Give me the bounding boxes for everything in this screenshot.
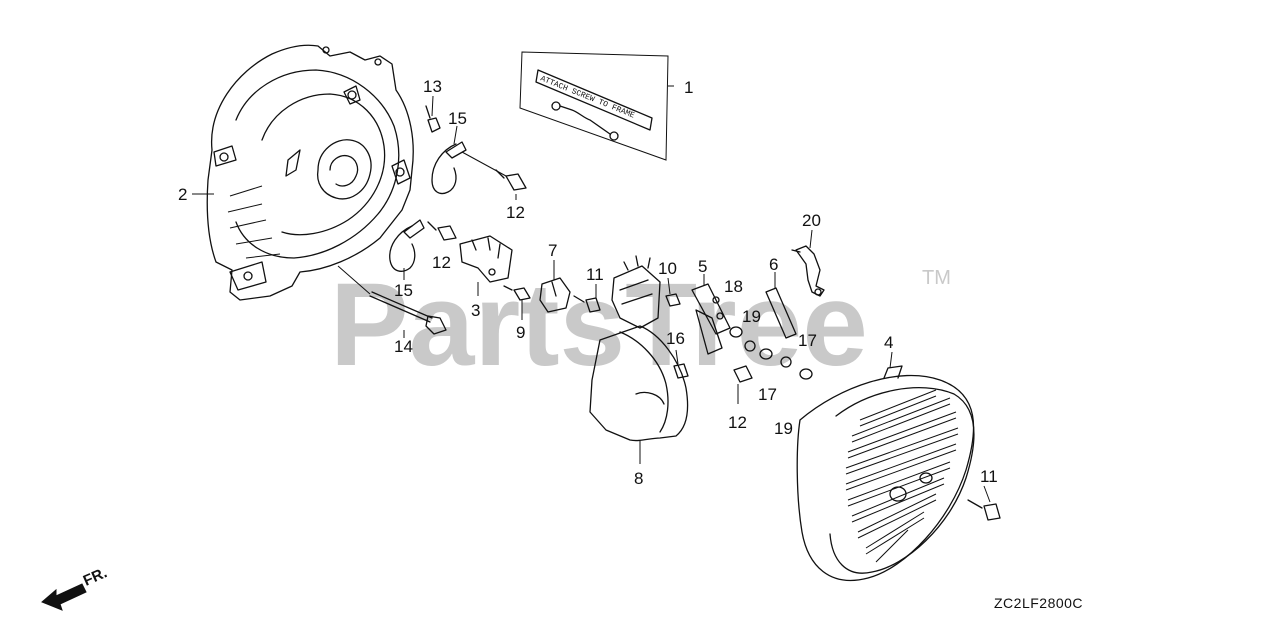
front-arrow-icon [41, 583, 87, 611]
part-guard-cover[interactable] [796, 365, 975, 582]
leader-lines [192, 85, 991, 503]
callout-12-lower: 12 [728, 413, 747, 432]
callout-6: 6 [769, 255, 778, 274]
part-bracket[interactable] [459, 235, 513, 283]
callout-17-right: 17 [798, 331, 817, 350]
diagram-code: ZC2LF2800C [994, 595, 1083, 611]
front-label: FR. [81, 564, 110, 589]
callout-5: 5 [698, 257, 707, 276]
callout-11-mid: 11 [586, 265, 604, 284]
callout-12-middle: 12 [432, 253, 451, 272]
callout-9: 9 [516, 323, 525, 342]
callout-labels: 1 2 3 4 5 6 7 8 9 10 11 11 12 12 12 13 1… [178, 77, 998, 488]
callout-15-lower: 15 [394, 281, 413, 300]
part-screw-11-right[interactable] [967, 499, 1001, 521]
part-long-bolt[interactable] [369, 291, 447, 335]
callout-18: 18 [724, 277, 743, 296]
callout-13: 13 [423, 77, 442, 96]
part-end-cover[interactable] [206, 44, 414, 301]
callout-14: 14 [394, 337, 413, 356]
callout-12-upper: 12 [506, 203, 525, 222]
part-cover-8[interactable] [589, 325, 689, 442]
guard-slots [845, 389, 959, 563]
callout-2: 2 [178, 185, 187, 204]
label-tag-text: ATTACH SCREW TO FRAME [539, 74, 636, 120]
callout-20: 20 [802, 211, 821, 230]
front-direction-indicator: FR. [41, 564, 110, 611]
callout-15-upper: 15 [448, 109, 467, 128]
callout-16: 16 [666, 329, 685, 348]
callout-4: 4 [884, 333, 893, 352]
part-screw-11-mid[interactable] [573, 295, 601, 313]
part-screw-9[interactable] [503, 285, 531, 301]
part-block-7[interactable] [539, 277, 571, 313]
part-terminal-20[interactable] [791, 245, 825, 297]
watermark-trademark: TM [922, 267, 951, 289]
watermark: PartsTree TM [330, 259, 951, 391]
callout-8: 8 [634, 469, 643, 488]
callout-1: 1 [684, 78, 693, 97]
part-washers-nuts[interactable] [729, 326, 813, 383]
callout-3: 3 [471, 301, 480, 320]
part-bolt-13[interactable] [425, 105, 441, 133]
part-screw-16[interactable] [673, 363, 689, 379]
callout-10: 10 [658, 259, 677, 278]
callout-19-lower: 19 [774, 419, 793, 438]
part-strip-6[interactable] [765, 287, 797, 339]
part-clip-lower[interactable] [389, 219, 425, 272]
part-label-kit[interactable]: ATTACH SCREW TO FRAME [519, 51, 669, 161]
callout-7: 7 [548, 241, 557, 260]
callout-19-upper: 19 [742, 307, 761, 326]
part-clip-upper[interactable] [431, 141, 467, 195]
part-assembly-10[interactable] [611, 255, 681, 329]
callout-17-lower: 17 [758, 385, 777, 404]
callout-11-right: 11 [980, 467, 998, 486]
watermark-text: PartsTree [330, 259, 868, 391]
part-plate-5[interactable] [691, 283, 731, 355]
part-bolt-12-middle[interactable] [427, 221, 457, 241]
